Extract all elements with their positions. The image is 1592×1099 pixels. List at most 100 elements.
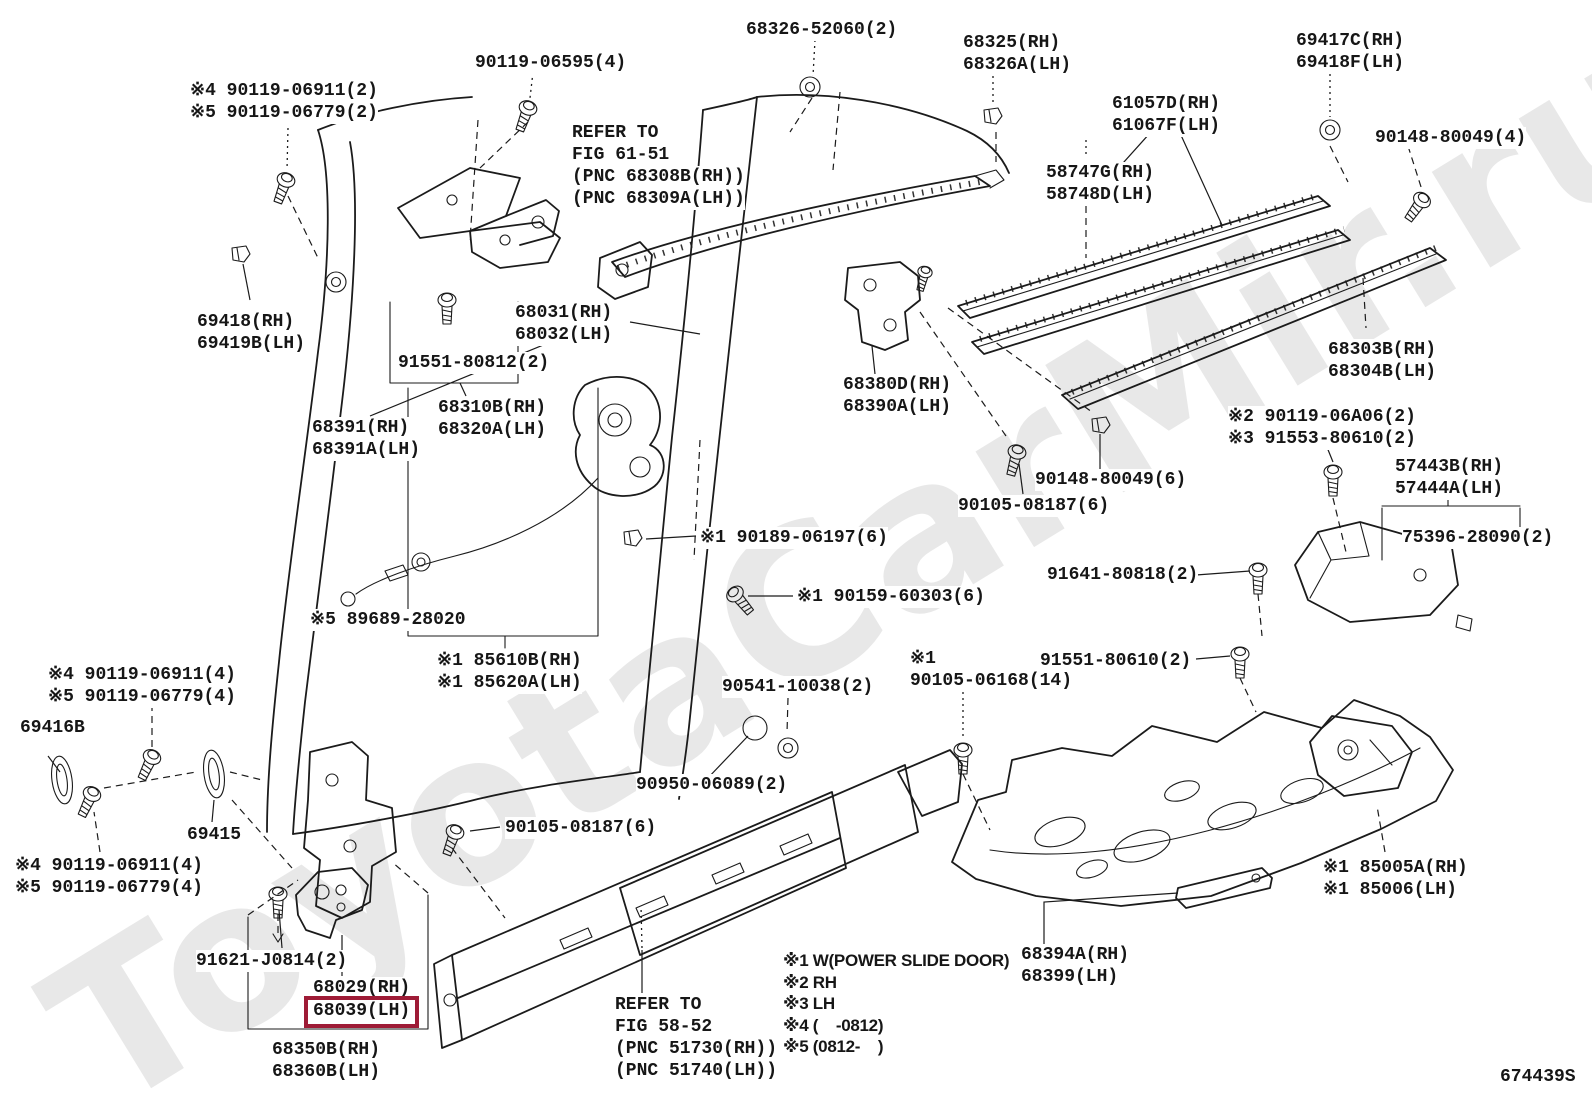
label-line: 69418(RH): [197, 311, 295, 333]
label-line: 57443B(RH): [1395, 456, 1504, 478]
part-label-68303b-rh: 68303B(RH)68304B(LH): [1328, 339, 1437, 383]
label-line: ※1 85610B(RH): [437, 650, 582, 672]
detail-lines: [49, 170, 1520, 1029]
bolt-icon: [510, 97, 540, 135]
bolt-icon: [437, 821, 467, 859]
label-line: 68391A(LH): [312, 439, 421, 461]
part-label-5-89689-28020: ※5 89689-28020: [310, 609, 466, 631]
bolt-icon: [133, 746, 164, 784]
label-line: 68325(RH): [963, 32, 1061, 54]
part-label-90105-08187-6: 90105-08187(6): [505, 817, 657, 839]
bolt-icon: [1400, 188, 1434, 226]
label-line: (PNC 68308B(RH)): [572, 166, 745, 188]
part-label-4-90119-06911-4: ※4 90119-06911(4)※5 90119-06779(4): [15, 855, 203, 899]
label-line: (PNC 51740(LH)): [615, 1060, 778, 1082]
label-line: 90148-80049(6): [1035, 469, 1187, 491]
label-line: 58748D(LH): [1046, 184, 1155, 206]
dashed-lines: [94, 92, 1422, 938]
label-line: 68032(LH): [515, 324, 613, 346]
part-label-68325-rh: 68325(RH)68326A(LH): [963, 32, 1072, 76]
part-label-4-90119-06911-2: ※4 90119-06911(2)※5 90119-06779(2): [190, 80, 378, 124]
upper-rails-outline: [598, 176, 1446, 409]
part-label-68350b-rh: 68350B(RH)68360B(LH): [272, 1039, 381, 1083]
label-line: ※5 89689-28020: [310, 609, 466, 631]
label-line: ※5 90119-06779(4): [15, 877, 203, 899]
label-line: ※5 90119-06779(4): [48, 686, 236, 708]
label-line: 90950-06089(2): [636, 774, 788, 796]
rail-hatching: [618, 182, 1438, 392]
label-line: 90119-06595(4): [475, 52, 627, 74]
part-label-69417c-rh: 69417C(RH)69418F(LH): [1296, 30, 1405, 74]
label-line: 69417C(RH): [1296, 30, 1405, 52]
label-line: 69416B: [20, 717, 85, 739]
label-line: 90105-08187(6): [505, 817, 657, 839]
label-line: 91551-80610(2): [1040, 650, 1192, 672]
part-label-90950-06089-2: 90950-06089(2): [636, 774, 788, 796]
label-line: ※5 90119-06779(2): [190, 102, 378, 124]
label-line: ※2 90119-06A06(2): [1228, 406, 1416, 428]
label-line: 90105-08187(6): [958, 495, 1110, 517]
label-line: ※5 (0812- ): [783, 1036, 884, 1058]
label-line: ※3 LH: [783, 993, 835, 1015]
label-line: 68303B(RH): [1328, 339, 1437, 361]
label-line: ※1: [910, 648, 936, 670]
part-label-68310b-rh: 68310B(RH)68320A(LH): [438, 397, 547, 441]
label-line: 90541-10038(2): [722, 676, 874, 698]
label-line: ※2 RH: [783, 971, 837, 994]
part-label-69415: 69415: [187, 824, 242, 846]
part-label-4-90119-06911-4: ※4 90119-06911(4)※5 90119-06779(4): [48, 664, 236, 708]
part-label-90148-80049-4: 90148-80049(4): [1375, 127, 1527, 149]
bolt-icon: [73, 783, 104, 821]
label-line: 68039(LH): [304, 996, 420, 1028]
label-line: 68360B(LH): [272, 1061, 381, 1083]
bolt-icon: [1001, 442, 1029, 479]
part-label-68326-52060-2: 68326-52060(2): [746, 19, 898, 41]
label-line: 68380D(RH): [843, 374, 952, 396]
bolt-icon: [723, 582, 758, 619]
label-line: ※4 90119-06911(4): [15, 855, 203, 877]
label-line: 68326A(LH): [963, 54, 1072, 76]
brackets-outline: [296, 168, 1458, 938]
label-line: 91621-J0814(2): [196, 950, 348, 972]
part-label-58747g-rh: 58747G(RH)58748D(LH): [1046, 162, 1155, 206]
part-label-69416b: 69416B: [20, 717, 85, 739]
label-line: 68029(RH): [313, 977, 411, 999]
label-line: 68399(LH): [1021, 966, 1119, 988]
part-label-1-85610b-rh: ※1 85610B(RH)※1 85620A(LH): [437, 650, 582, 694]
part-label-91641-80818-2: 91641-80818(2): [1047, 564, 1199, 586]
label-line: REFER TO: [572, 122, 659, 144]
label-line: FIG 58-52: [615, 1016, 713, 1038]
label-line: ※4 90119-06911(4): [48, 664, 236, 686]
part-label-68039-highlighted: 68029(RH)68039(LH): [304, 977, 420, 1028]
part-label-61057d-rh: 61057D(RH)61067F(LH): [1112, 93, 1221, 137]
part-label-69418-rh: 69418(RH)69419B(LH): [197, 311, 306, 355]
label-line: ※1 85005A(RH): [1323, 857, 1468, 879]
part-label-1-90159-60303-6: ※1 90159-60303(6): [797, 586, 985, 608]
label-line: 68304B(LH): [1328, 361, 1437, 383]
bolt-icon: [437, 292, 457, 325]
legend-notes: ※1 W(POWER SLIDE DOOR)※2 RH※3 LH※4 ( -08…: [783, 950, 1010, 1058]
part-label-90119-06595-4: 90119-06595(4): [475, 52, 627, 74]
label-line: 69415: [187, 824, 242, 846]
label-line: 57444A(LH): [1395, 478, 1504, 500]
clip-icon: [1091, 416, 1111, 434]
label-line: 58747G(RH): [1046, 162, 1155, 184]
label-line: 68390A(LH): [843, 396, 952, 418]
part-label-90105-08187-6: 90105-08187(6): [958, 495, 1110, 517]
highlight-box: 68039(LH): [304, 996, 420, 1028]
bolt-icon: [268, 886, 288, 919]
part-label-91551-80812-2: 91551-80812(2): [398, 352, 550, 374]
dotted-stems: [287, 40, 1330, 948]
label-line: FIG 61-51: [572, 144, 670, 166]
label-line: 90148-80049(4): [1375, 127, 1527, 149]
label-line: 91641-80818(2): [1047, 564, 1199, 586]
label-line: (PNC 51730(RH)): [615, 1038, 778, 1060]
label-line: ※4 ( -0812): [783, 1014, 884, 1037]
label-line: 674439S: [1500, 1066, 1576, 1088]
label-line: 61057D(RH): [1112, 93, 1221, 115]
bolt-icon: [268, 169, 298, 207]
